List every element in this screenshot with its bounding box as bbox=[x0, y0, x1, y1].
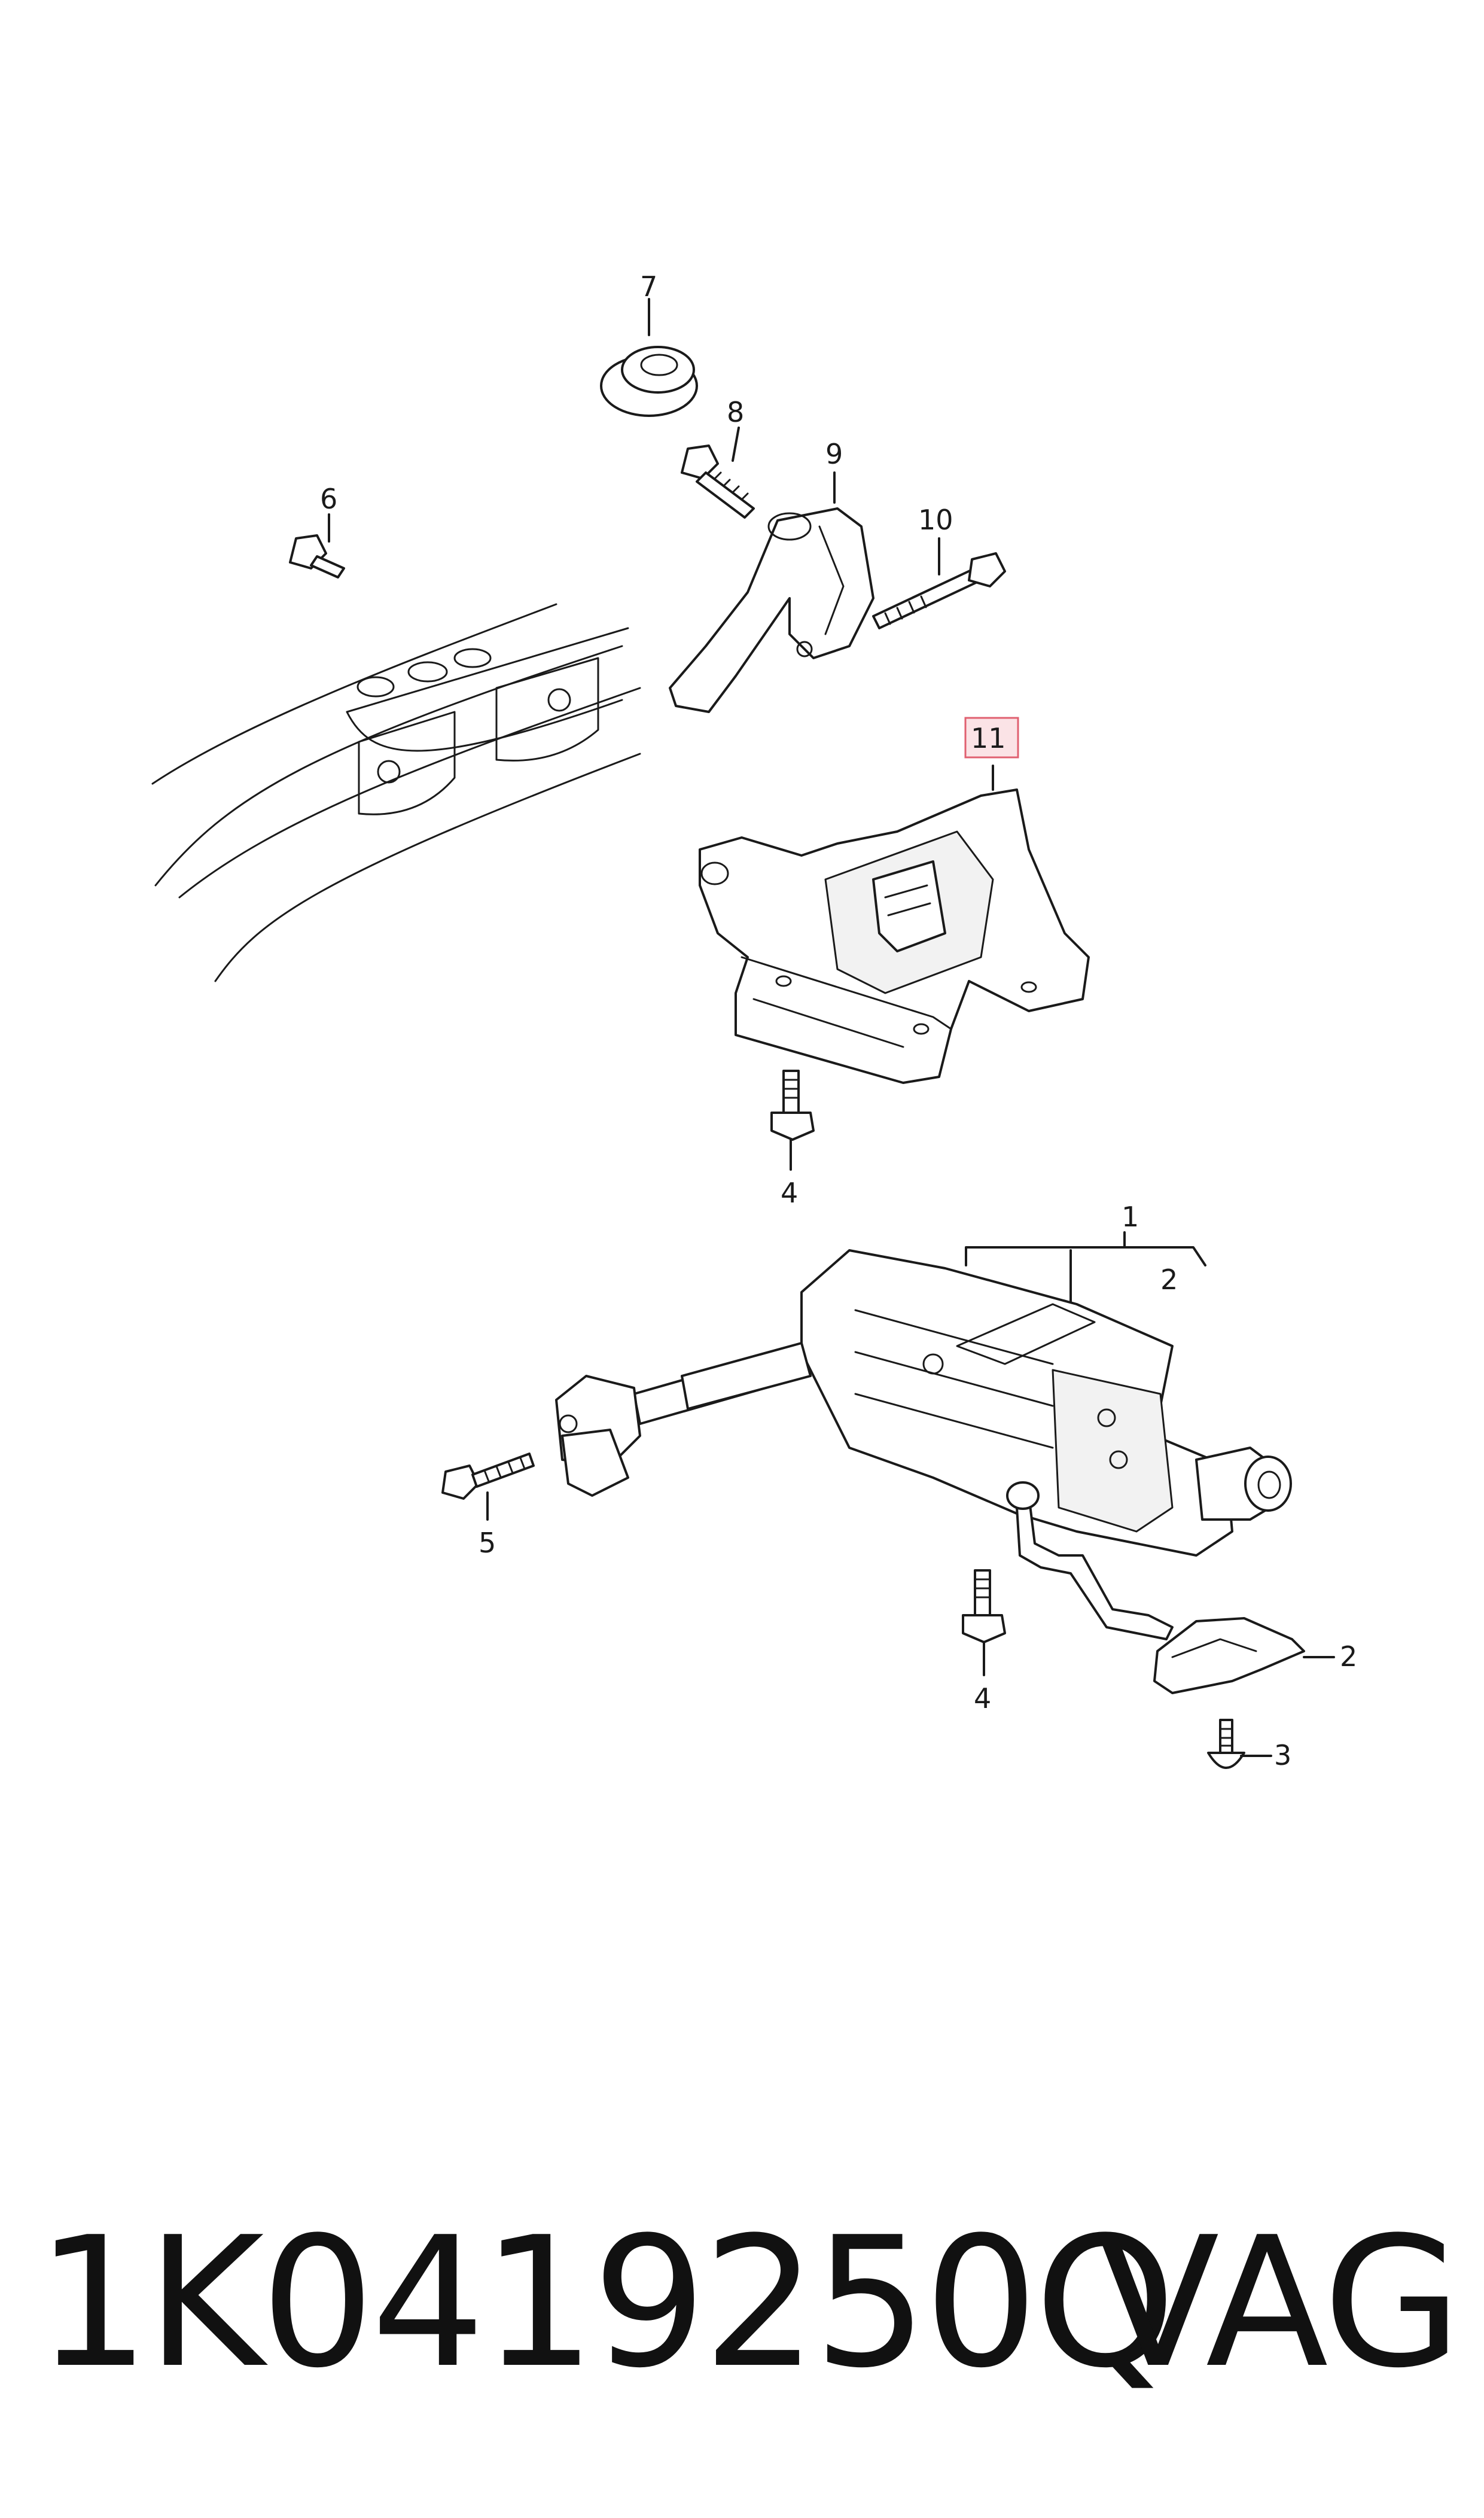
callout-4-upper: 4 bbox=[781, 1177, 798, 1209]
callout-10: 10 bbox=[918, 504, 953, 536]
bracket-part-9 bbox=[669, 471, 874, 713]
callout-11-highlight bbox=[964, 717, 1019, 759]
callout-3: 3 bbox=[1274, 1739, 1291, 1771]
mounting-bracket-part-11 bbox=[699, 765, 1090, 1084]
callout-1: 1 bbox=[1122, 1201, 1139, 1233]
bolt-part-8 bbox=[681, 427, 755, 519]
grommet-part-7 bbox=[600, 298, 698, 417]
part-footer: 1K0419250Q VAG bbox=[36, 2178, 1462, 2429]
callout-11: 11 bbox=[971, 722, 1006, 754]
callout-2-cap: 2 bbox=[1340, 1640, 1357, 1673]
callout-6: 6 bbox=[320, 483, 337, 515]
callout-8: 8 bbox=[727, 396, 744, 428]
callout-9: 9 bbox=[825, 438, 843, 470]
callout-5: 5 bbox=[479, 1527, 496, 1559]
screw-part-3 bbox=[1207, 1719, 1272, 1769]
dashboard-crossmember bbox=[151, 603, 641, 982]
bolt-part-4-upper bbox=[770, 1070, 815, 1171]
cover-cap-part-2 bbox=[1153, 1617, 1335, 1694]
steering-column-part-1 bbox=[555, 1231, 1292, 1640]
exploded-parts-diagram: 7 8 9 6 10 bbox=[151, 270, 1357, 1771]
callout-7: 7 bbox=[640, 270, 657, 303]
callout-4-lower: 4 bbox=[974, 1682, 991, 1715]
bolt-part-4-lower bbox=[962, 1569, 1006, 1676]
part-number: 1K0419250Q bbox=[36, 2199, 1176, 2407]
bolt-part-5 bbox=[441, 1453, 535, 1521]
bolt-part-6 bbox=[289, 513, 345, 578]
bolt-part-10 bbox=[872, 537, 1006, 629]
callout-2-column: 2 bbox=[1160, 1263, 1178, 1296]
brand-name: VAG bbox=[1096, 2199, 1462, 2407]
